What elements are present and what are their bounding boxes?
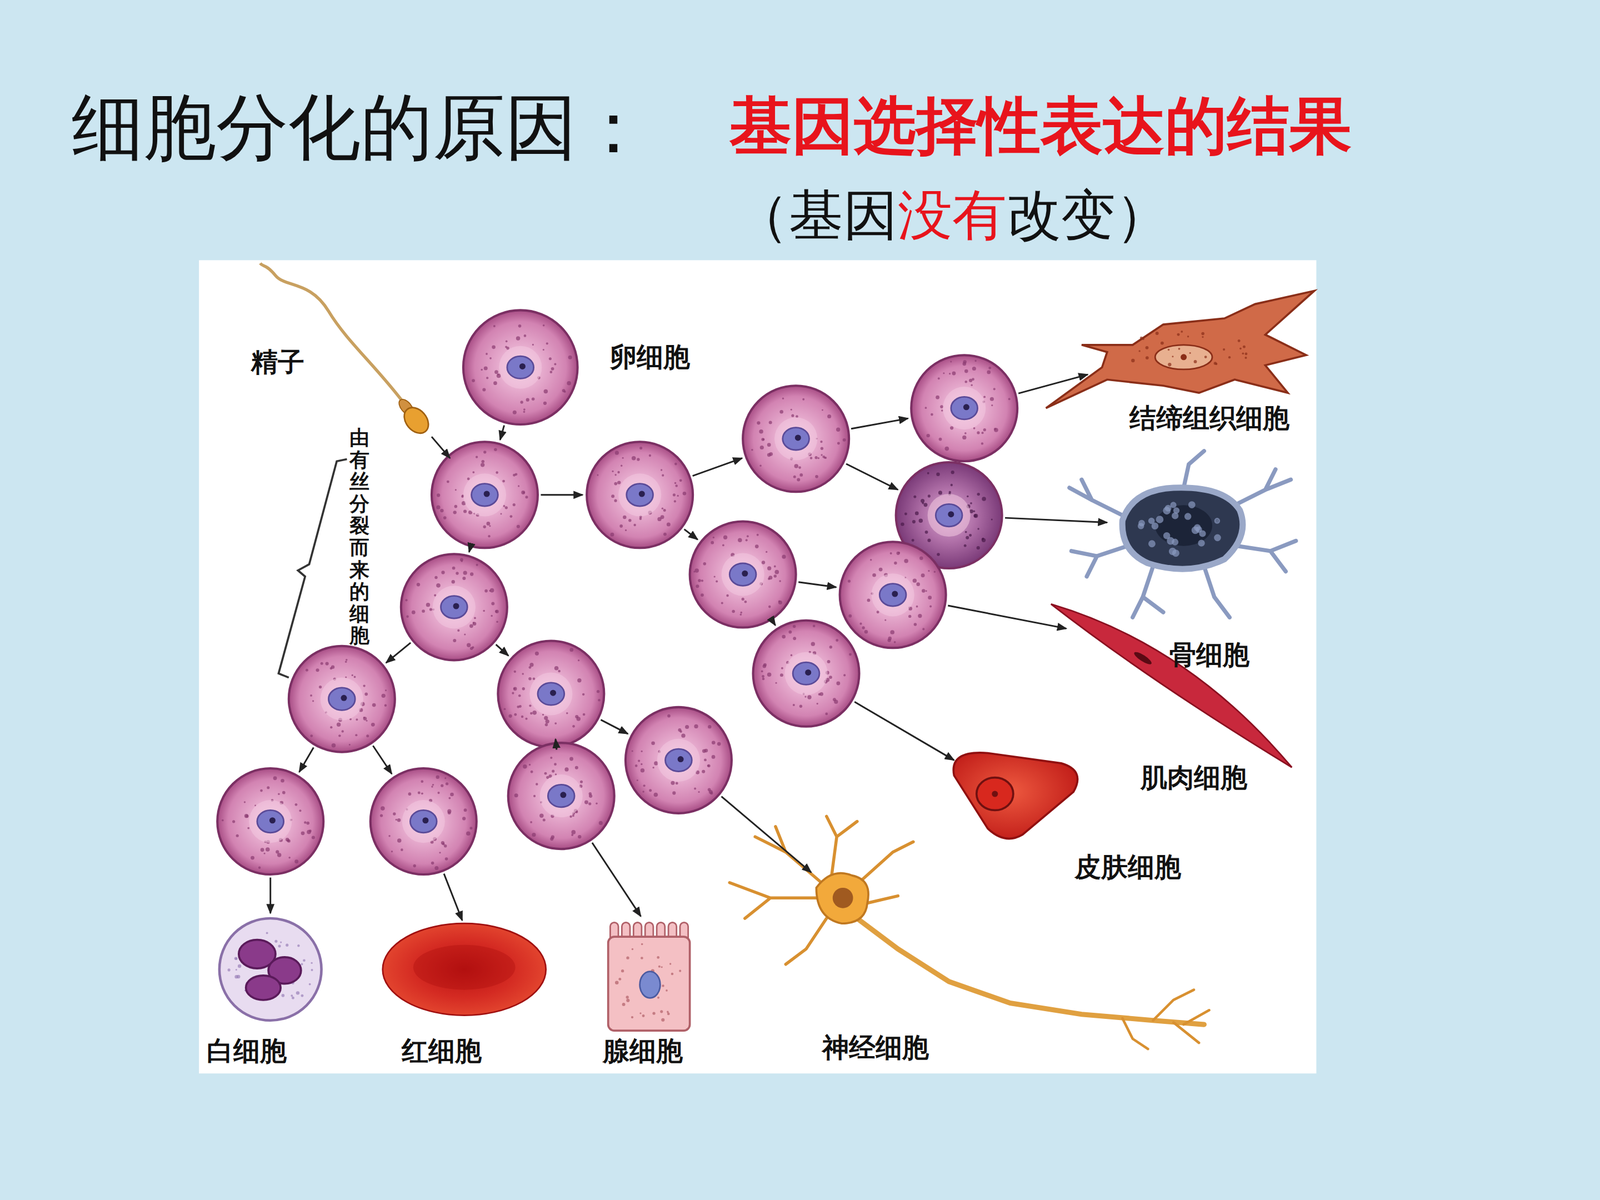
gland-cell xyxy=(608,922,690,1031)
cell xyxy=(911,355,1018,462)
figure-panel xyxy=(198,260,1317,1074)
cell-label: 白细胞 xyxy=(206,1035,287,1067)
arrow xyxy=(846,463,898,490)
arrow xyxy=(269,877,272,914)
cell xyxy=(742,385,849,492)
arrow xyxy=(299,747,314,772)
cell xyxy=(370,768,477,875)
cell xyxy=(753,620,860,727)
arrow xyxy=(600,720,628,734)
arrow xyxy=(372,745,392,774)
cell xyxy=(288,646,395,753)
cell-label: 红细胞 xyxy=(401,1035,482,1067)
arrow xyxy=(854,701,954,760)
arrow xyxy=(431,436,450,459)
cell-label: 腺细胞 xyxy=(602,1035,683,1067)
cell-label: 骨细胞 xyxy=(1169,640,1250,671)
cell xyxy=(217,768,324,875)
cause-answer: 基因选择性表达的结果 xyxy=(729,90,1352,162)
red-blood-cell xyxy=(382,923,547,1015)
arrow xyxy=(684,529,698,540)
muscle-cell xyxy=(1051,603,1292,768)
note-row: （基因没有改变） xyxy=(734,179,1170,253)
note-text: （基因 xyxy=(734,179,898,253)
slide-title: 细胞分化的原因： xyxy=(71,86,650,170)
arrow xyxy=(500,425,504,440)
skin-cell xyxy=(953,752,1078,839)
arrow xyxy=(1005,517,1108,523)
arrow xyxy=(1018,374,1088,394)
cell-label: 神经细胞 xyxy=(822,1032,929,1064)
division-arrows xyxy=(270,374,1108,921)
emphasis-text: 没有 xyxy=(897,179,1007,253)
cell-label: 卵细胞 xyxy=(610,341,690,373)
arrow xyxy=(851,418,908,429)
bone-cell xyxy=(1069,451,1297,618)
cell-label: 精子 xyxy=(251,346,305,378)
note-text: 改变） xyxy=(1006,179,1170,253)
arrow xyxy=(386,642,411,663)
arrow xyxy=(468,548,470,552)
arrow xyxy=(555,738,557,750)
cell xyxy=(431,441,538,548)
arrow xyxy=(496,644,509,656)
arrow xyxy=(947,605,1067,629)
dividing-cells xyxy=(217,310,1018,875)
cell xyxy=(401,553,508,660)
arrow xyxy=(692,458,743,477)
cell xyxy=(497,640,604,747)
cell xyxy=(690,521,797,628)
bracket-label: 由有丝分裂而来的细胞 xyxy=(349,426,370,647)
arrow xyxy=(721,796,812,873)
arrow xyxy=(443,873,463,921)
white-blood-cell xyxy=(219,918,322,1021)
cell-label: 肌肉细胞 xyxy=(1140,762,1248,793)
arrow xyxy=(773,621,776,625)
cell-label: 结缔组织细胞 xyxy=(1129,402,1290,434)
arrow xyxy=(592,842,642,917)
arrow xyxy=(798,582,837,588)
cell xyxy=(463,310,578,425)
cell xyxy=(625,707,732,814)
cell-label: 皮肤细胞 xyxy=(1074,852,1182,883)
cell xyxy=(586,441,693,548)
connective-tissue-cell xyxy=(1046,290,1315,408)
arrow xyxy=(540,493,583,496)
cell xyxy=(508,742,615,849)
bracket xyxy=(278,459,347,678)
neuron xyxy=(729,816,1209,1049)
cell xyxy=(840,541,947,648)
